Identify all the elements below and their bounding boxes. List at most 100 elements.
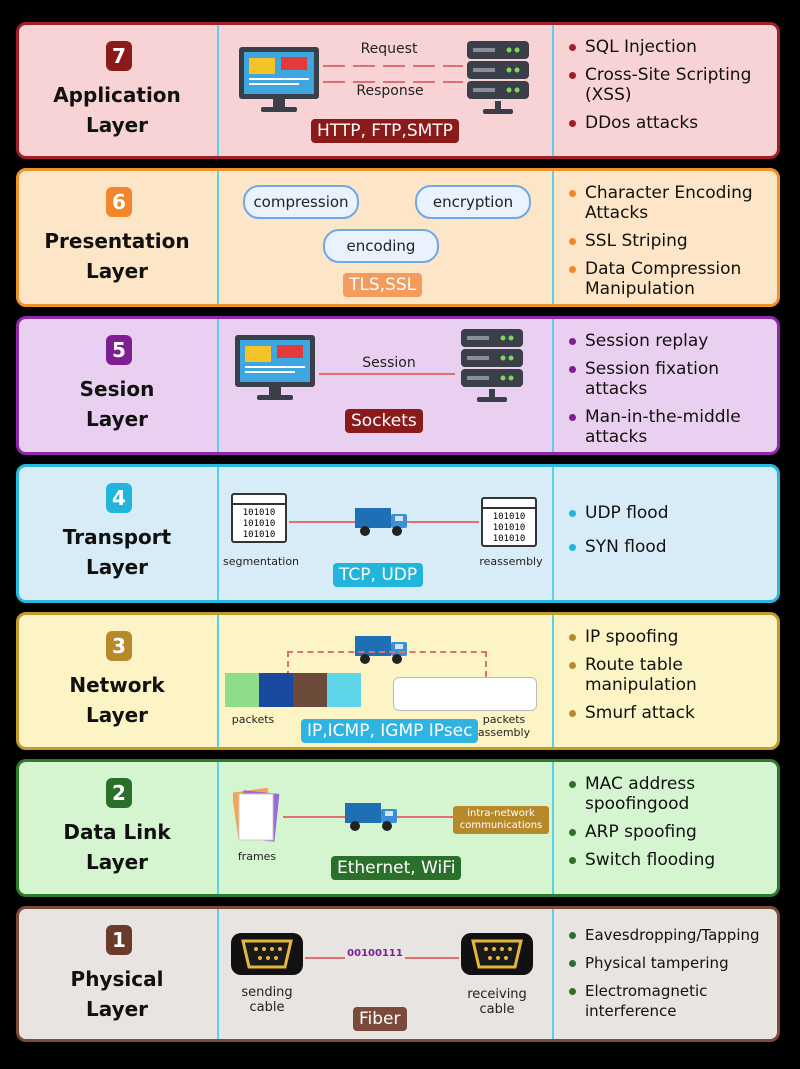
encoding-pill: encoding <box>323 229 439 263</box>
request-label: Request <box>360 41 418 57</box>
attack-item: ARP spoofing <box>569 822 769 842</box>
bullet-dot <box>569 414 576 421</box>
segmentation-label: segmentation <box>222 555 300 568</box>
bullet-dot <box>569 510 576 517</box>
attack-text: Cross-Site Scripting (XSS) <box>585 65 752 105</box>
bullet-dot <box>569 960 576 967</box>
request-line <box>323 65 463 67</box>
reassembly-label: reassembly <box>479 555 543 568</box>
layer-name-line2: Layer <box>85 407 149 431</box>
attack-text: UDP flood <box>585 503 669 523</box>
attack-item: Cross-Site Scripting (XSS) <box>569 65 769 105</box>
attack-text: Electromagnetic interference <box>585 982 708 1020</box>
protocol-label: Fiber <box>353 1007 407 1031</box>
compression-pill: compression <box>243 185 359 219</box>
attack-text: Physical tampering <box>585 954 729 972</box>
layer-number-badge: 6 <box>106 187 132 217</box>
packet-block <box>259 673 293 707</box>
column-divider <box>217 615 219 747</box>
attack-text: Session replay <box>585 331 709 351</box>
column-divider <box>217 319 219 452</box>
attack-text: Man-in-the-middle attacks <box>585 407 741 447</box>
bullet-dot <box>569 266 576 273</box>
response-label: Response <box>356 83 424 99</box>
binary-line: 101010 <box>242 519 276 529</box>
column-divider <box>552 467 554 600</box>
bullet-dot <box>569 44 576 51</box>
window-titlebar <box>483 499 535 509</box>
column-divider <box>552 615 554 747</box>
attack-item: Route table manipulation <box>569 655 769 695</box>
attack-text: Route table manipulation <box>585 655 697 695</box>
receiving-cable-connector-icon <box>461 933 533 975</box>
binary-line: 101010 <box>242 530 276 540</box>
column-divider <box>552 25 554 156</box>
attack-text: Eavesdropping/Tapping <box>585 926 760 944</box>
layer-name-line2: Layer <box>85 997 149 1021</box>
layer-name-line1: Presentation <box>44 229 190 253</box>
packets-label: packets <box>231 713 275 726</box>
attack-item: Data Compression Manipulation <box>569 259 769 299</box>
bullet-dot <box>569 857 576 864</box>
attack-item: UDP flood <box>569 503 769 523</box>
bullet-dot <box>569 988 576 995</box>
column-divider <box>217 171 219 304</box>
binary-line: 101010 <box>242 508 276 518</box>
layer-name-line2: Layer <box>85 555 149 579</box>
packet-block <box>327 673 361 707</box>
attack-text: Data Compression Manipulation <box>585 259 742 299</box>
frames-label: frames <box>237 850 277 863</box>
bullet-dot <box>569 238 576 245</box>
binary-line: 101010 <box>492 512 526 522</box>
attack-item: Session replay <box>569 331 769 351</box>
frames-stack-icon <box>233 787 280 842</box>
binary-line: 101010 <box>492 534 526 544</box>
attack-item: Smurf attack <box>569 703 769 723</box>
layer-number-badge: 2 <box>106 778 132 808</box>
window-titlebar <box>233 495 285 505</box>
column-divider <box>552 319 554 452</box>
session-line <box>319 373 455 375</box>
layer-name-line2: Layer <box>85 703 149 727</box>
protocol-label: HTTP, FTP,SMTP <box>311 119 459 143</box>
computer-monitor-icon <box>235 335 315 400</box>
attack-text: MAC address spoofingood <box>585 774 696 814</box>
column-divider <box>552 171 554 304</box>
session-label: Session <box>362 355 416 371</box>
intra-network-box: intra-network communications <box>453 806 549 834</box>
assembly-box <box>393 677 537 711</box>
attack-item: MAC address spoofingood <box>569 774 769 814</box>
layer-name-line2: Layer <box>85 850 149 874</box>
packet-block <box>225 673 259 707</box>
column-divider <box>217 25 219 156</box>
layer-number-badge: 1 <box>106 925 132 955</box>
layer-name-line2: Layer <box>85 113 149 137</box>
layer-number-badge: 4 <box>106 483 132 513</box>
protocol-label: TLS,SSL <box>343 273 423 297</box>
attack-item: SYN flood <box>569 537 769 557</box>
attack-item: Eavesdropping/Tapping <box>569 925 769 945</box>
sending-cable-label: sending cable <box>241 985 293 1015</box>
truck-icon <box>345 803 397 831</box>
attack-item: SQL Injection <box>569 37 769 57</box>
